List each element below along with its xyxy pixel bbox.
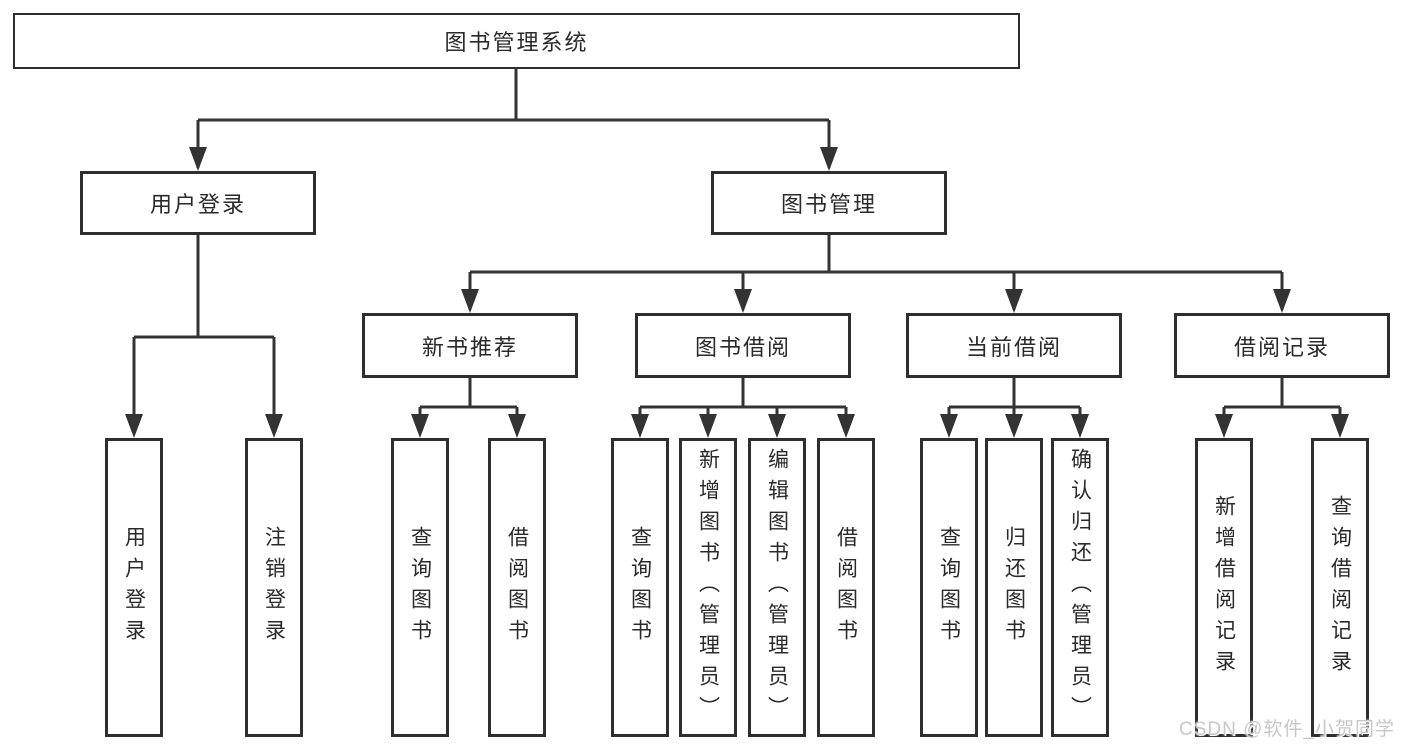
leaf-borrowing-edit-books-admin-label: 编辑图书（管理员）: [765, 448, 789, 727]
leaf-newbook-borrow-books-label: 借阅图书: [505, 525, 529, 650]
leaf-user-login: 用户登录: [105, 438, 163, 737]
node-root-label: 图书管理系统: [444, 30, 589, 55]
leaf-logout: 注销登录: [245, 438, 303, 737]
leaf-newbook-query-books-label: 查询图书: [408, 525, 432, 650]
leaf-records-query-record: 查询借阅记录: [1311, 438, 1369, 737]
node-current-borrowing: 当前借阅: [906, 313, 1122, 378]
leaf-current-query-books-label: 查询图书: [937, 525, 961, 650]
leaf-user-login-label: 用户登录: [122, 525, 146, 650]
leaf-newbook-borrow-books: 借阅图书: [488, 438, 546, 737]
leaf-logout-label: 注销登录: [262, 525, 286, 650]
leaf-borrowing-add-books-admin-label: 新增图书（管理员）: [696, 448, 720, 727]
leaf-newbook-query-books: 查询图书: [391, 438, 449, 737]
leaf-borrowing-query-books: 查询图书: [611, 438, 669, 737]
leaf-records-add-record: 新增借阅记录: [1195, 438, 1253, 737]
node-root: 图书管理系统: [13, 13, 1020, 69]
node-book-borrowing: 图书借阅: [635, 313, 851, 378]
leaf-current-return-books-label: 归还图书: [1002, 525, 1026, 650]
leaf-borrowing-borrow-books-label: 借阅图书: [834, 525, 858, 650]
node-borrowing-records-label: 借阅记录: [1233, 334, 1330, 360]
node-new-book-recommend-label: 新书推荐: [421, 334, 518, 360]
leaf-borrowing-query-books-label: 查询图书: [628, 525, 652, 650]
leaf-borrowing-add-books-admin: 新增图书（管理员）: [679, 438, 737, 737]
node-current-borrowing-label: 当前借阅: [965, 334, 1062, 360]
node-book-borrowing-label: 图书借阅: [694, 334, 791, 360]
leaf-borrowing-edit-books-admin: 编辑图书（管理员）: [748, 438, 806, 737]
watermark: CSDN @软件_小贺同学: [1179, 719, 1395, 740]
node-new-book-recommend: 新书推荐: [362, 313, 578, 378]
node-user-login-label: 用户登录: [149, 192, 246, 217]
leaf-current-return-books: 归还图书: [985, 438, 1043, 737]
leaf-records-add-record-label: 新增借阅记录: [1212, 494, 1236, 681]
node-borrowing-records: 借阅记录: [1174, 313, 1390, 378]
node-user-login: 用户登录: [80, 171, 316, 235]
leaf-borrowing-borrow-books: 借阅图书: [817, 438, 875, 737]
leaf-current-confirm-return-admin-label: 确认归还（管理员）: [1068, 448, 1092, 727]
leaf-current-query-books: 查询图书: [920, 438, 978, 737]
leaf-current-confirm-return-admin: 确认归还（管理员）: [1051, 438, 1109, 737]
node-book-management: 图书管理: [711, 171, 947, 235]
leaf-records-query-record-label: 查询借阅记录: [1328, 494, 1352, 681]
node-book-management-label: 图书管理: [780, 192, 877, 217]
